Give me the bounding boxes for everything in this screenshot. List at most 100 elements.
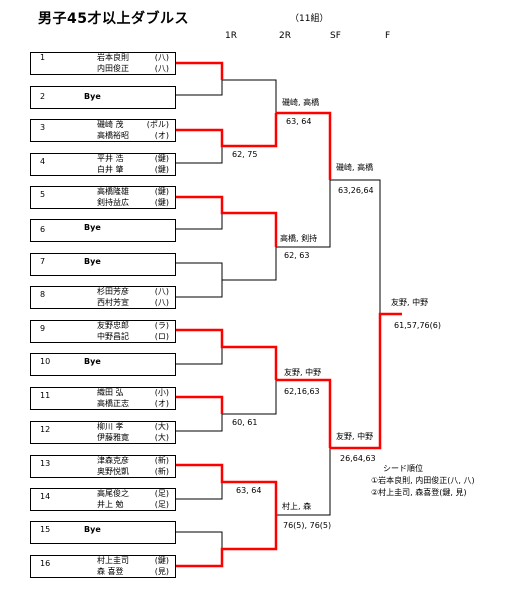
entry-16: 16 村上圭司(鍵) 森 喜登(見) xyxy=(30,555,176,578)
entry-11: 11 織田 弘 (小) 高橋正志 (オ) xyxy=(30,387,176,410)
player-club: (小) xyxy=(154,388,169,397)
entry-6: 6 Bye xyxy=(30,219,176,242)
player-name: 平井 浩 xyxy=(97,154,124,163)
seed-number: 5 xyxy=(40,190,46,199)
r1-score: 63, 64 xyxy=(236,486,262,495)
r2-winner: 磯崎, 高橋 xyxy=(282,98,320,107)
round-header-f: F xyxy=(385,31,391,41)
player-club: (足) xyxy=(154,489,169,498)
player-club: (オ) xyxy=(154,131,169,140)
player-name: 村上圭司 xyxy=(97,556,129,565)
player-club: (見) xyxy=(154,567,169,576)
player-club: (ポル) xyxy=(146,120,169,129)
r2-score: 76(5), 76(5) xyxy=(283,521,332,530)
player-name: 津森克彦 xyxy=(97,456,129,465)
player-club: (鍵) xyxy=(154,556,169,565)
player-club: (大) xyxy=(154,433,169,442)
seed-number: 3 xyxy=(40,123,46,132)
player-name: 岩本良則 xyxy=(97,53,129,62)
player-club: (ラ) xyxy=(154,321,169,330)
entry-13: 13 津森克彦 (新) 奥野悦凱 (新) xyxy=(30,455,176,478)
round-header-1r: 1R xyxy=(225,31,237,41)
entry-7: 7 Bye xyxy=(30,253,176,276)
player-name: 中野昌記 xyxy=(97,332,129,341)
sf-score: 26,64,63 xyxy=(340,454,376,463)
r2-score: 62, 63 xyxy=(284,251,310,260)
seed-number: 4 xyxy=(40,157,46,166)
bye-label: Bye xyxy=(84,92,101,101)
seed-number: 11 xyxy=(40,391,51,400)
player-name: 井上 勉 xyxy=(97,500,124,509)
entry-8: 8 杉田芳彦(八) 西村芳宣(八) xyxy=(30,286,176,309)
r2-score: 63, 64 xyxy=(286,117,312,126)
r2-winner: 高橋, 剣持 xyxy=(280,234,318,243)
bye-label: Bye xyxy=(84,525,101,534)
round-header-sf: SF xyxy=(330,31,341,41)
final-winner: 友野, 中野 xyxy=(391,298,429,307)
player-name: 高橋裕昭 xyxy=(97,131,129,140)
player-name: 織田 弘 xyxy=(97,388,124,397)
entry-14: 14 高尾俊之 (足) 井上 勉 (足) xyxy=(30,488,176,511)
player-name: 剣持益広 xyxy=(97,198,129,207)
r1-score: 60, 61 xyxy=(232,418,258,427)
player-name: 奥野悦凱 xyxy=(97,467,129,476)
sf-winner: 友野, 中野 xyxy=(336,432,374,441)
player-name: 磯崎 茂 xyxy=(97,120,124,129)
player-club: (ロ) xyxy=(154,332,169,341)
player-club: (鍵) xyxy=(154,198,169,207)
r2-winner: 友野, 中野 xyxy=(284,368,322,377)
player-name: 杉田芳彦 xyxy=(97,287,129,296)
entry-10: 10 Bye xyxy=(30,353,176,376)
seed-number: 6 xyxy=(40,225,46,234)
player-club: (鍵) xyxy=(154,165,169,174)
seed-number: 9 xyxy=(40,324,46,333)
seed-number: 15 xyxy=(40,525,51,534)
player-name: 内田俊正 xyxy=(97,64,129,73)
player-name: 森 喜登 xyxy=(97,567,124,576)
seed-order-item: ②村上圭司, 森喜登(鍵, 見) xyxy=(371,488,467,497)
player-club: (足) xyxy=(154,500,169,509)
player-name: 白井 肇 xyxy=(97,165,124,174)
seed-number: 10 xyxy=(40,357,51,366)
seed-order-heading: シード順位 xyxy=(383,464,423,473)
entry-3: 3 磯崎 茂 (ポル) 高橋裕昭 (オ) xyxy=(30,119,176,142)
seed-number: 1 xyxy=(40,53,46,62)
player-club: (八) xyxy=(154,298,169,307)
player-club: (新) xyxy=(154,456,169,465)
entry-5: 5 高橋隆雄(鍵) 剣持益広(鍵) xyxy=(30,186,176,209)
player-club: (鍵) xyxy=(154,154,169,163)
player-club: (八) xyxy=(154,64,169,73)
sf-score: 63,26,64 xyxy=(338,186,374,195)
round-header-2r: 2R xyxy=(279,31,291,41)
entry-9: 9 友野忠郎 (ラ) 中野昌記 (ロ) xyxy=(30,320,176,343)
seed-number: 7 xyxy=(40,257,46,266)
r2-score: 62,16,63 xyxy=(284,387,320,396)
entry-15: 15 Bye xyxy=(30,521,176,544)
player-name: 西村芳宣 xyxy=(97,298,129,307)
entry-1: 1 岩本良則 (八) 内田俊正 (八) xyxy=(30,52,176,75)
entry-4: 4 平井 浩 (鍵) 白井 肇 (鍵) xyxy=(30,153,176,176)
player-club: (オ) xyxy=(154,399,169,408)
sf-winner: 磯崎, 高橋 xyxy=(336,163,374,172)
seed-number: 2 xyxy=(40,92,46,101)
seed-number: 8 xyxy=(40,290,46,299)
bye-label: Bye xyxy=(84,257,101,266)
player-club: (新) xyxy=(154,467,169,476)
group-label: （11組） xyxy=(290,14,329,24)
player-name: 高尾俊之 xyxy=(97,489,129,498)
player-club: (大) xyxy=(154,422,169,431)
player-name: 伊藤雅寛 xyxy=(97,433,129,442)
seed-number: 14 xyxy=(40,492,51,501)
entry-12: 12 柳川 孝(大) 伊藤雅寛(大) xyxy=(30,421,176,444)
player-name: 柳川 孝 xyxy=(97,422,124,431)
seed-order-item: ①岩本良則, 内田俊正(八, 八) xyxy=(371,476,475,485)
player-name: 友野忠郎 xyxy=(97,321,129,330)
player-club: (八) xyxy=(154,53,169,62)
player-name: 高橋正志 xyxy=(97,399,129,408)
r2-winner: 村上, 森 xyxy=(282,502,312,511)
player-club: (鍵) xyxy=(154,187,169,196)
r1-score: 62, 75 xyxy=(232,150,258,159)
seed-number: 13 xyxy=(40,459,51,468)
seed-order-notes: シード順位 ①岩本良則, 内田俊正(八, 八) ②村上圭司, 森喜登(鍵, 見) xyxy=(371,463,475,499)
